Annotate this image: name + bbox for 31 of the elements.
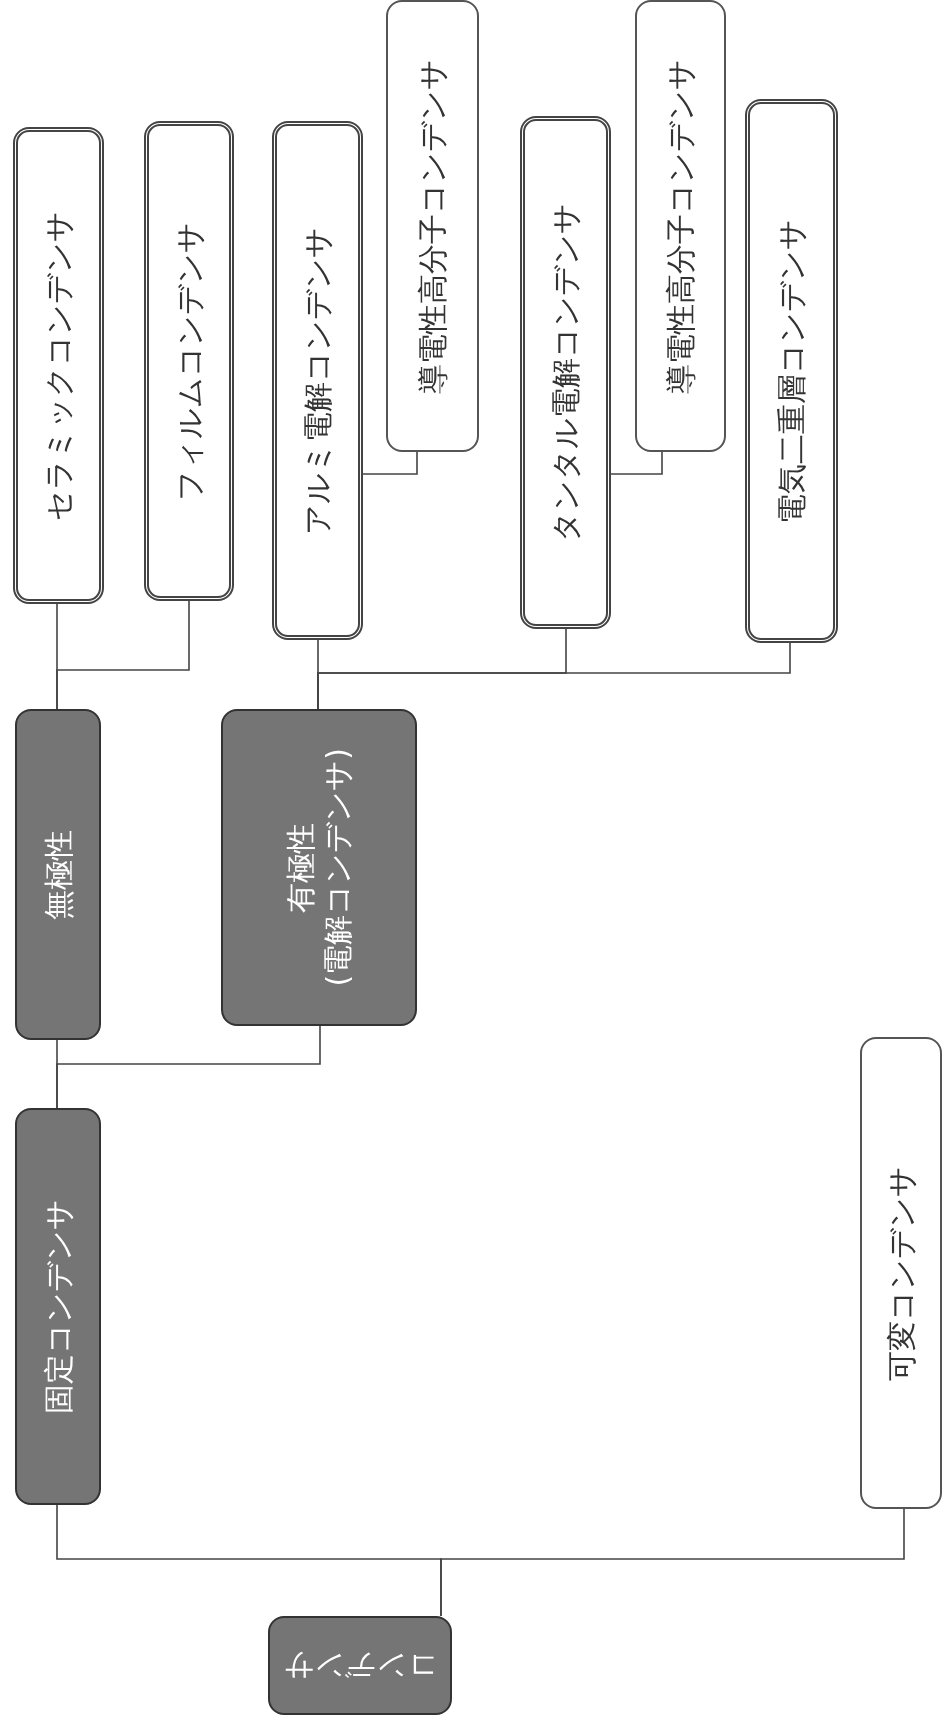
capacitor-type-box [272,121,363,640]
box-label: (電解コンデンサ) [321,748,354,987]
box-label: 可変コンデンサ [884,1165,918,1381]
box-label: アルミ電解コンデンサ [301,226,334,535]
connector-line [440,1508,905,1617]
capacitor-type-box [520,116,611,629]
box-label: タンタル電解コンデンサ [549,203,582,542]
capacitor-type-box [635,0,726,452]
box-label: 有極性 [284,822,317,913]
capacitor-type-box [745,99,838,643]
capacitor-type-box [144,121,234,601]
box-label: 固定コンデンサ [41,1199,75,1414]
box-label: 導電性高分子コンデンサ [416,58,449,394]
connector-line [56,1025,321,1109]
category-box [268,1616,452,1715]
category-box [221,709,417,1026]
capacitor-type-box [13,127,104,604]
category-box [15,1108,101,1505]
connector-line [317,642,791,710]
connector-line [362,451,418,475]
category-box [15,709,101,1040]
box-label: セラミックコンデンサ [42,210,75,521]
connector-line [56,600,190,710]
box-label: 無極性 [41,829,75,920]
connector-line [610,451,663,475]
box-label: コンデンサ [282,1648,438,1686]
capacitor-type-box [860,1037,942,1509]
box-label: 導電性高分子コンデンサ [664,58,697,394]
capacitor-type-box [386,0,479,452]
box-label: フィルムコンデンサ [172,221,206,501]
box-label: 電気二重層コンデンサ [775,218,808,524]
